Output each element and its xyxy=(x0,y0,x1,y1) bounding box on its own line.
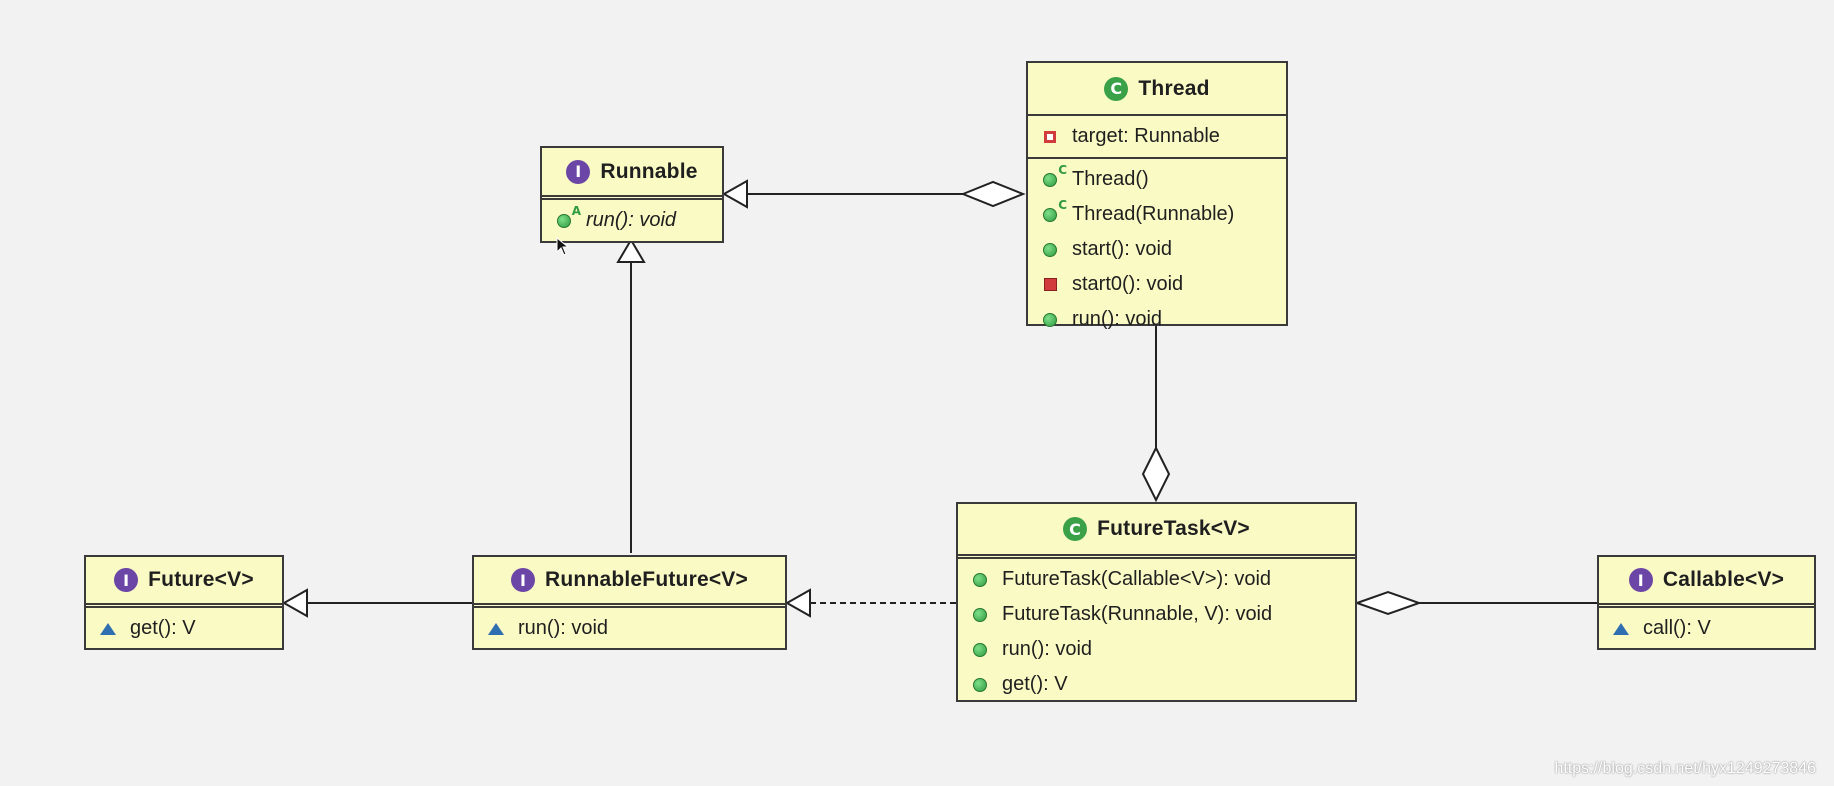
methods-section: A run(): void xyxy=(542,195,722,238)
generalization-arrowhead xyxy=(616,238,646,263)
method-row: start0(): void xyxy=(1028,267,1286,302)
class-header: C FutureTask<V> xyxy=(958,504,1355,554)
class-header: I Callable<V> xyxy=(1599,557,1814,603)
methods-section: call(): V xyxy=(1599,603,1814,646)
interface-runnablefuture[interactable]: I RunnableFuture<V> run(): void xyxy=(472,555,787,650)
class-kind-icon: C xyxy=(1063,517,1088,541)
interface-kind-icon: I xyxy=(511,568,536,592)
class-name: Future<V> xyxy=(148,568,254,591)
interface-callable[interactable]: I Callable<V> call(): V xyxy=(1597,555,1816,650)
interface-kind-icon: I xyxy=(114,568,139,592)
method-label: Thread(Runnable) xyxy=(1072,203,1235,225)
method-label: start0(): void xyxy=(1072,273,1184,295)
method-row: FutureTask(Callable<V>): void xyxy=(958,562,1355,597)
aggregation-diamond xyxy=(1354,590,1422,616)
aggregation-diamond xyxy=(1141,445,1171,503)
public-method-icon xyxy=(1042,312,1058,328)
relation-thread-runnable xyxy=(721,179,1026,209)
generalization-arrowhead xyxy=(721,179,748,209)
aggregation-diamond xyxy=(960,180,1026,208)
fields-section: target: Runnable xyxy=(1028,114,1286,157)
class-header: I RunnableFuture<V> xyxy=(474,557,785,603)
method-row: run(): void xyxy=(958,632,1355,667)
field-row: target: Runnable xyxy=(1028,119,1286,154)
relation-futuretask-callable xyxy=(1354,590,1597,616)
method-row: run(): void xyxy=(474,611,785,646)
constructor-icon: C xyxy=(1042,163,1067,188)
class-futuretask[interactable]: C FutureTask<V> FutureTask(Callable<V>):… xyxy=(956,502,1357,702)
class-name: Runnable xyxy=(600,159,698,183)
public-method-icon xyxy=(972,572,988,588)
package-method-icon xyxy=(1613,621,1629,637)
methods-section: FutureTask(Callable<V>): void FutureTask… xyxy=(958,554,1355,702)
method-row: C Thread(Runnable) xyxy=(1028,197,1286,232)
method-label: FutureTask(Callable<V>): void xyxy=(1002,568,1272,590)
method-row: start(): void xyxy=(1028,232,1286,267)
method-row: get(): V xyxy=(958,667,1355,702)
watermark-text: https://blog.csdn.net/hyx1249273846 xyxy=(1554,760,1816,777)
methods-section: run(): void xyxy=(474,603,785,646)
method-row: run(): void xyxy=(1028,302,1286,337)
field-label: target: Runnable xyxy=(1072,125,1220,147)
method-label: start(): void xyxy=(1072,238,1173,260)
private-method-icon xyxy=(1042,277,1058,293)
methods-section: get(): V xyxy=(86,603,282,646)
method-row: get(): V xyxy=(86,611,282,646)
interface-kind-icon: I xyxy=(566,159,591,184)
class-thread[interactable]: C Thread target: Runnable C Thread() C T… xyxy=(1026,61,1288,330)
class-name: FutureTask<V> xyxy=(1097,517,1250,540)
class-header: I Runnable xyxy=(542,148,722,195)
public-method-icon xyxy=(972,642,988,658)
method-row: FutureTask(Runnable, V): void xyxy=(958,597,1355,632)
class-kind-icon: C xyxy=(1104,76,1129,101)
class-header: I Future<V> xyxy=(86,557,282,603)
method-label: run(): void xyxy=(1072,308,1163,330)
method-row: A run(): void xyxy=(542,203,722,238)
class-name: RunnableFuture<V> xyxy=(545,568,748,591)
abstract-method-icon: A xyxy=(556,204,581,229)
mouse-cursor-icon xyxy=(556,237,570,256)
package-method-icon xyxy=(488,621,504,637)
relation-runnablefuture-future xyxy=(281,588,472,618)
public-method-icon xyxy=(972,677,988,693)
generalization-arrowhead xyxy=(281,588,308,618)
relation-runnablefuture-runnable xyxy=(616,238,646,553)
method-label: run(): void xyxy=(1002,638,1093,660)
interface-runnable[interactable]: I Runnable A run(): void xyxy=(540,146,724,243)
method-label: get(): V xyxy=(1002,673,1068,695)
method-label: run(): void xyxy=(586,209,677,231)
class-header: C Thread xyxy=(1028,63,1286,114)
interface-future[interactable]: I Future<V> get(): V xyxy=(84,555,284,650)
package-method-icon xyxy=(100,621,116,637)
relation-futuretask-runnablefuture xyxy=(784,588,956,618)
private-field-icon xyxy=(1042,129,1058,145)
method-label: FutureTask(Runnable, V): void xyxy=(1002,603,1273,625)
constructor-icon: C xyxy=(1042,198,1067,223)
method-label: get(): V xyxy=(130,617,196,639)
public-method-icon xyxy=(972,607,988,623)
method-label: Thread() xyxy=(1072,168,1149,190)
method-label: call(): V xyxy=(1643,617,1711,639)
class-name: Callable<V> xyxy=(1662,568,1785,591)
interface-kind-icon: I xyxy=(1628,568,1653,592)
method-row: C Thread() xyxy=(1028,162,1286,197)
relation-futuretask-thread xyxy=(1141,326,1171,503)
class-name: Thread xyxy=(1138,76,1210,100)
method-label: run(): void xyxy=(518,617,609,639)
method-row: call(): V xyxy=(1599,611,1814,646)
realization-arrowhead xyxy=(784,588,811,618)
public-method-icon xyxy=(1042,242,1058,258)
methods-section: C Thread() C Thread(Runnable) start(): v… xyxy=(1028,157,1286,337)
